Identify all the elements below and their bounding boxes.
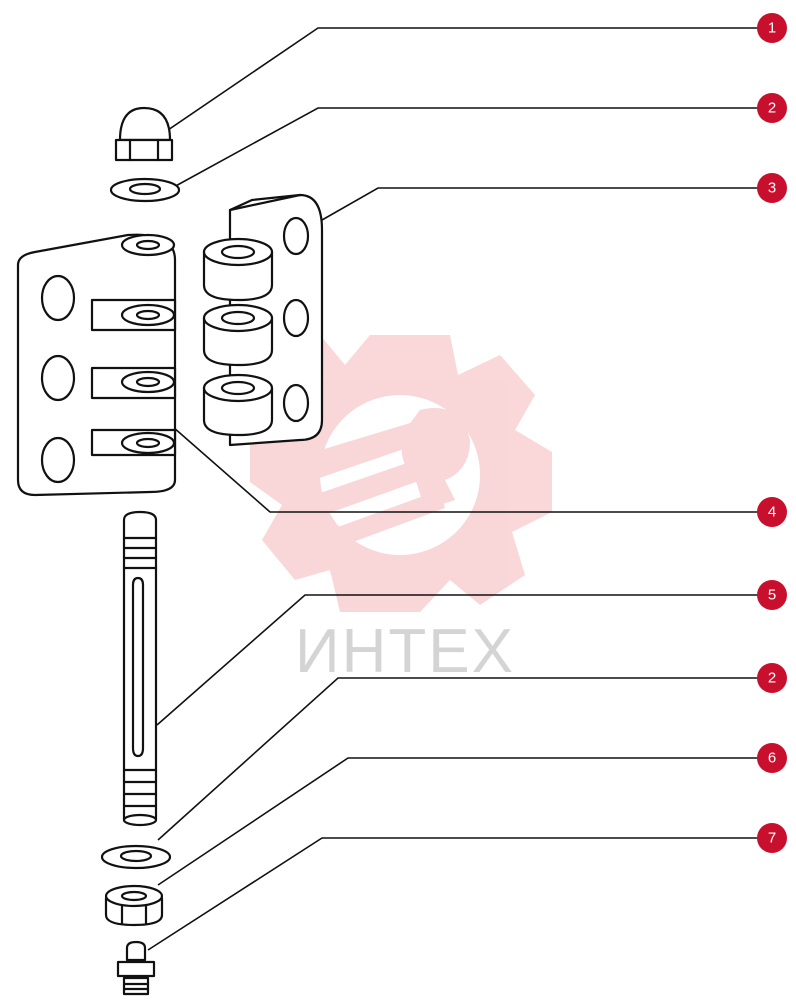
svg-text:5: 5 [768, 587, 776, 604]
leader-7 [147, 837, 758, 951]
svg-text:6: 6 [768, 750, 776, 767]
watermark-gear-icon [250, 335, 552, 612]
svg-text:4: 4 [768, 504, 776, 521]
callout-7: 7 [757, 823, 787, 853]
part-cap-nut [114, 106, 174, 162]
callout-2b: 2 [757, 663, 787, 693]
svg-text:2: 2 [768, 670, 776, 687]
svg-text:1: 1 [768, 20, 776, 37]
part-grease-nipple [116, 940, 156, 996]
leader-2a [171, 107, 758, 189]
knuckle-middle [202, 303, 274, 367]
leader-1 [167, 27, 758, 131]
part-hinge-pin [122, 510, 158, 827]
leader-6 [157, 757, 758, 886]
part-hex-nut [104, 884, 164, 927]
callout-5: 5 [757, 580, 787, 610]
callout-1: 1 [757, 13, 787, 43]
leader-4 [164, 419, 758, 513]
callout-3: 3 [757, 173, 787, 203]
knuckle-lower [202, 373, 274, 437]
callout-4: 4 [757, 497, 787, 527]
part-hinge-leaf-left [16, 233, 177, 497]
watermark-text: ИНТЕХ [295, 617, 515, 686]
leader-5 [156, 594, 758, 726]
part-washer-upper [109, 177, 181, 203]
leader-3 [321, 187, 758, 221]
svg-text:7: 7 [768, 830, 776, 847]
callout-2a: 2 [757, 93, 787, 123]
leader-lines [147, 27, 758, 951]
part-washer-lower [100, 844, 172, 870]
svg-text:3: 3 [768, 180, 776, 197]
knuckle-upper [202, 237, 274, 302]
part-hinge-leaf-right [202, 193, 324, 447]
callout-6: 6 [757, 743, 787, 773]
leader-2b [157, 677, 758, 841]
svg-text:2: 2 [768, 100, 776, 117]
